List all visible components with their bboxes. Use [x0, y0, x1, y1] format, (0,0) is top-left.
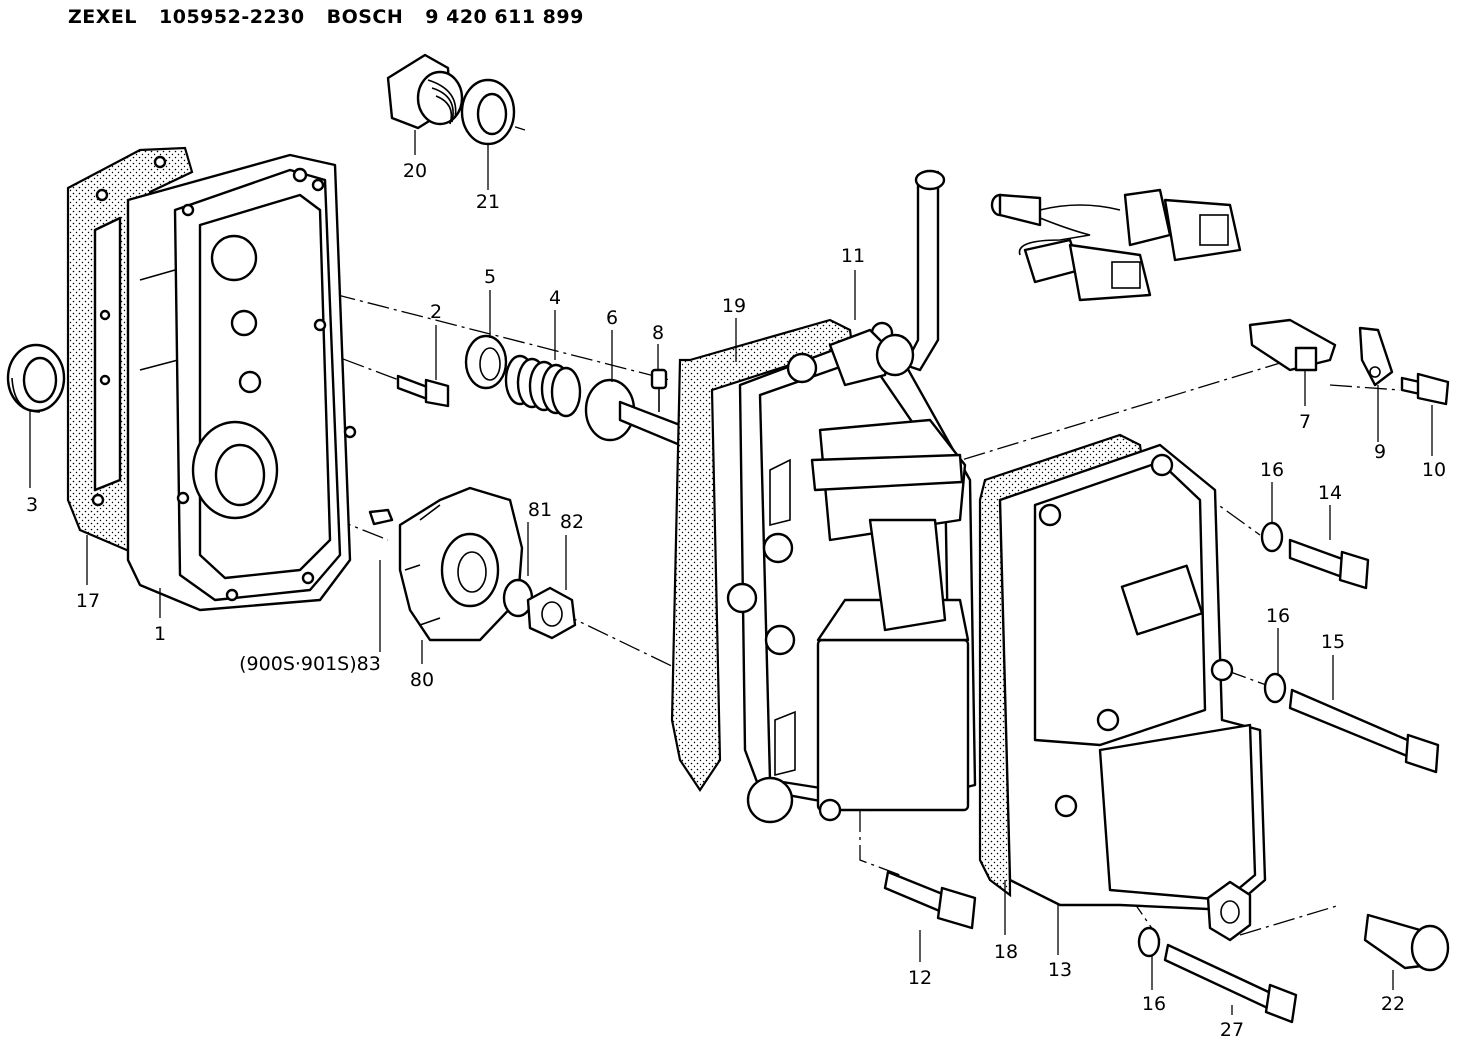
screw-part-8 — [650, 368, 668, 412]
callout-16-upper: 16 — [1260, 459, 1284, 481]
callout-7: 7 — [1299, 411, 1311, 433]
cover-part-13 — [998, 443, 1267, 942]
leader-lines — [29, 130, 1433, 1015]
callout-82: 82 — [560, 511, 584, 533]
callout-10: 10 — [1422, 459, 1446, 481]
callout-5: 5 — [484, 266, 496, 288]
callout-4: 4 — [549, 287, 561, 309]
callout-6: 6 — [606, 307, 618, 329]
callout-labels: 1 2 3 4 5 6 7 8 9 10 11 12 13 14 15 16 1… — [26, 160, 1446, 1041]
callout-1: 1 — [154, 623, 166, 645]
maker-name: ZEXEL — [68, 6, 137, 28]
brand-name: BOSCH — [326, 6, 404, 28]
lever-part-6 — [584, 378, 682, 447]
callout-20: 20 — [403, 160, 427, 182]
callout-83: (900S·901S)83 — [239, 653, 381, 675]
spring-part-4 — [504, 354, 582, 418]
bolt-part-2 — [396, 374, 450, 408]
zexel-part-number: 105952-2230 — [159, 6, 305, 28]
callout-21: 21 — [476, 191, 500, 213]
callout-80: 80 — [410, 669, 434, 691]
callout-81: 81 — [528, 499, 552, 521]
plug-part-20 — [386, 53, 464, 130]
callout-15: 15 — [1321, 631, 1345, 653]
solenoid-assembly-part-11 — [726, 321, 977, 824]
gasket-part-19 — [670, 318, 854, 792]
callout-17: 17 — [76, 590, 100, 612]
callout-27: 27 — [1220, 1019, 1244, 1041]
callout-14: 14 — [1318, 482, 1342, 504]
washer-part-16-middle — [1263, 672, 1287, 704]
clip-part-9 — [1358, 326, 1394, 387]
callout-8: 8 — [652, 322, 664, 344]
oil-seal-part-3 — [6, 343, 66, 413]
callout-22: 22 — [1381, 993, 1405, 1015]
callout-2: 2 — [430, 301, 442, 323]
callout-19: 19 — [722, 295, 746, 317]
callout-16-middle: 16 — [1266, 605, 1290, 627]
bracket-part-7 — [1248, 318, 1337, 372]
nut-part-82 — [526, 586, 577, 640]
callout-3: 3 — [26, 494, 38, 516]
bolt-part-14 — [1288, 538, 1370, 590]
callout-9: 9 — [1374, 441, 1386, 463]
washer-part-16-upper — [1260, 521, 1284, 553]
bolt-part-12 — [883, 870, 977, 930]
wiring-harness — [990, 188, 1242, 302]
callout-16-lower: 16 — [1142, 993, 1166, 1015]
bolt-part-15 — [1288, 688, 1440, 774]
callout-12: 12 — [908, 967, 932, 989]
diagram-header: ZEXEL 105952-2230 BOSCH 9 420 611 899 — [68, 6, 606, 28]
screw-part-10 — [1400, 372, 1450, 406]
callout-18: 18 — [994, 941, 1018, 963]
callout-13: 13 — [1048, 959, 1072, 981]
bosch-part-number: 9 420 611 899 — [425, 6, 584, 28]
key-part-83 — [368, 508, 394, 526]
washer-part-21 — [460, 78, 516, 146]
washer-part-16-lower — [1137, 926, 1161, 958]
snap-ring-part-5 — [464, 334, 508, 390]
governor-housing-part-1 — [126, 153, 357, 612]
callout-11: 11 — [841, 245, 865, 267]
bolt-part-27 — [1163, 943, 1298, 1024]
breather-pipe — [875, 169, 946, 377]
flyweight-part-80 — [398, 486, 524, 642]
bolt-part-22 — [1363, 913, 1450, 972]
